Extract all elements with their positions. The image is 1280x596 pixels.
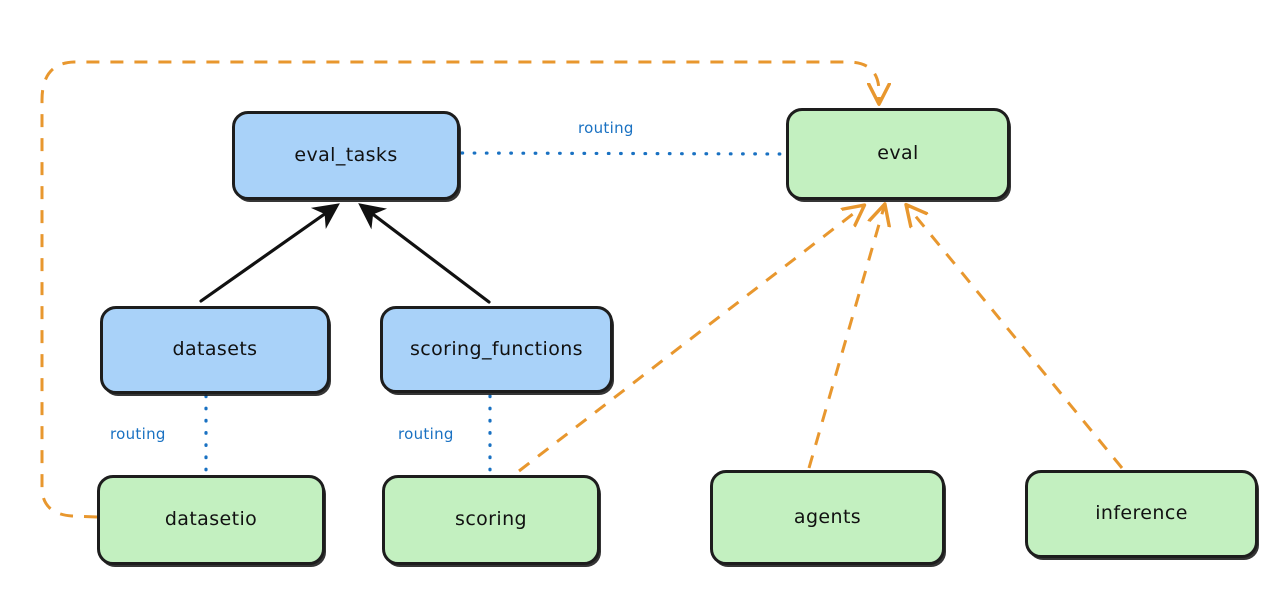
node-label-scoring_functions: scoring_functions: [410, 337, 583, 360]
node-scoring[interactable]: scoring: [382, 475, 600, 565]
edge-label-routing-datasets-datasetio: routing: [110, 425, 166, 443]
node-label-datasetio: datasetio: [164, 508, 258, 531]
node-agents[interactable]: agents: [710, 470, 945, 565]
node-inference[interactable]: inference: [1025, 470, 1258, 558]
node-label-datasets: datasets: [172, 338, 258, 361]
node-eval[interactable]: eval: [786, 108, 1010, 200]
edge-datasetio-to-eval: [40, 60, 879, 519]
edge-scoring_functions-to-eval_tasks: [358, 203, 491, 304]
node-label-scoring: scoring: [455, 508, 527, 531]
edge-datasets-to-eval_tasks: [199, 203, 340, 303]
node-label-eval_tasks: eval_tasks: [294, 143, 398, 166]
node-label-inference: inference: [1095, 502, 1188, 525]
node-datasetio[interactable]: datasetio: [97, 475, 325, 565]
edge-agents-to-eval: [807, 207, 884, 469]
edge-label-routing-scoring_functions-scoring: routing: [398, 425, 454, 443]
node-label-eval: eval: [877, 142, 919, 165]
edge-eval_tasks-to-eval: [460, 151, 786, 156]
edge-inference-to-eval: [908, 207, 1124, 469]
node-label-agents: agents: [793, 505, 862, 528]
node-scoring_functions[interactable]: scoring_functions: [380, 306, 613, 393]
edge-label-routing-eval_tasks-eval: routing: [578, 119, 634, 137]
node-datasets[interactable]: datasets: [100, 306, 330, 394]
node-eval_tasks[interactable]: eval_tasks: [232, 111, 460, 200]
